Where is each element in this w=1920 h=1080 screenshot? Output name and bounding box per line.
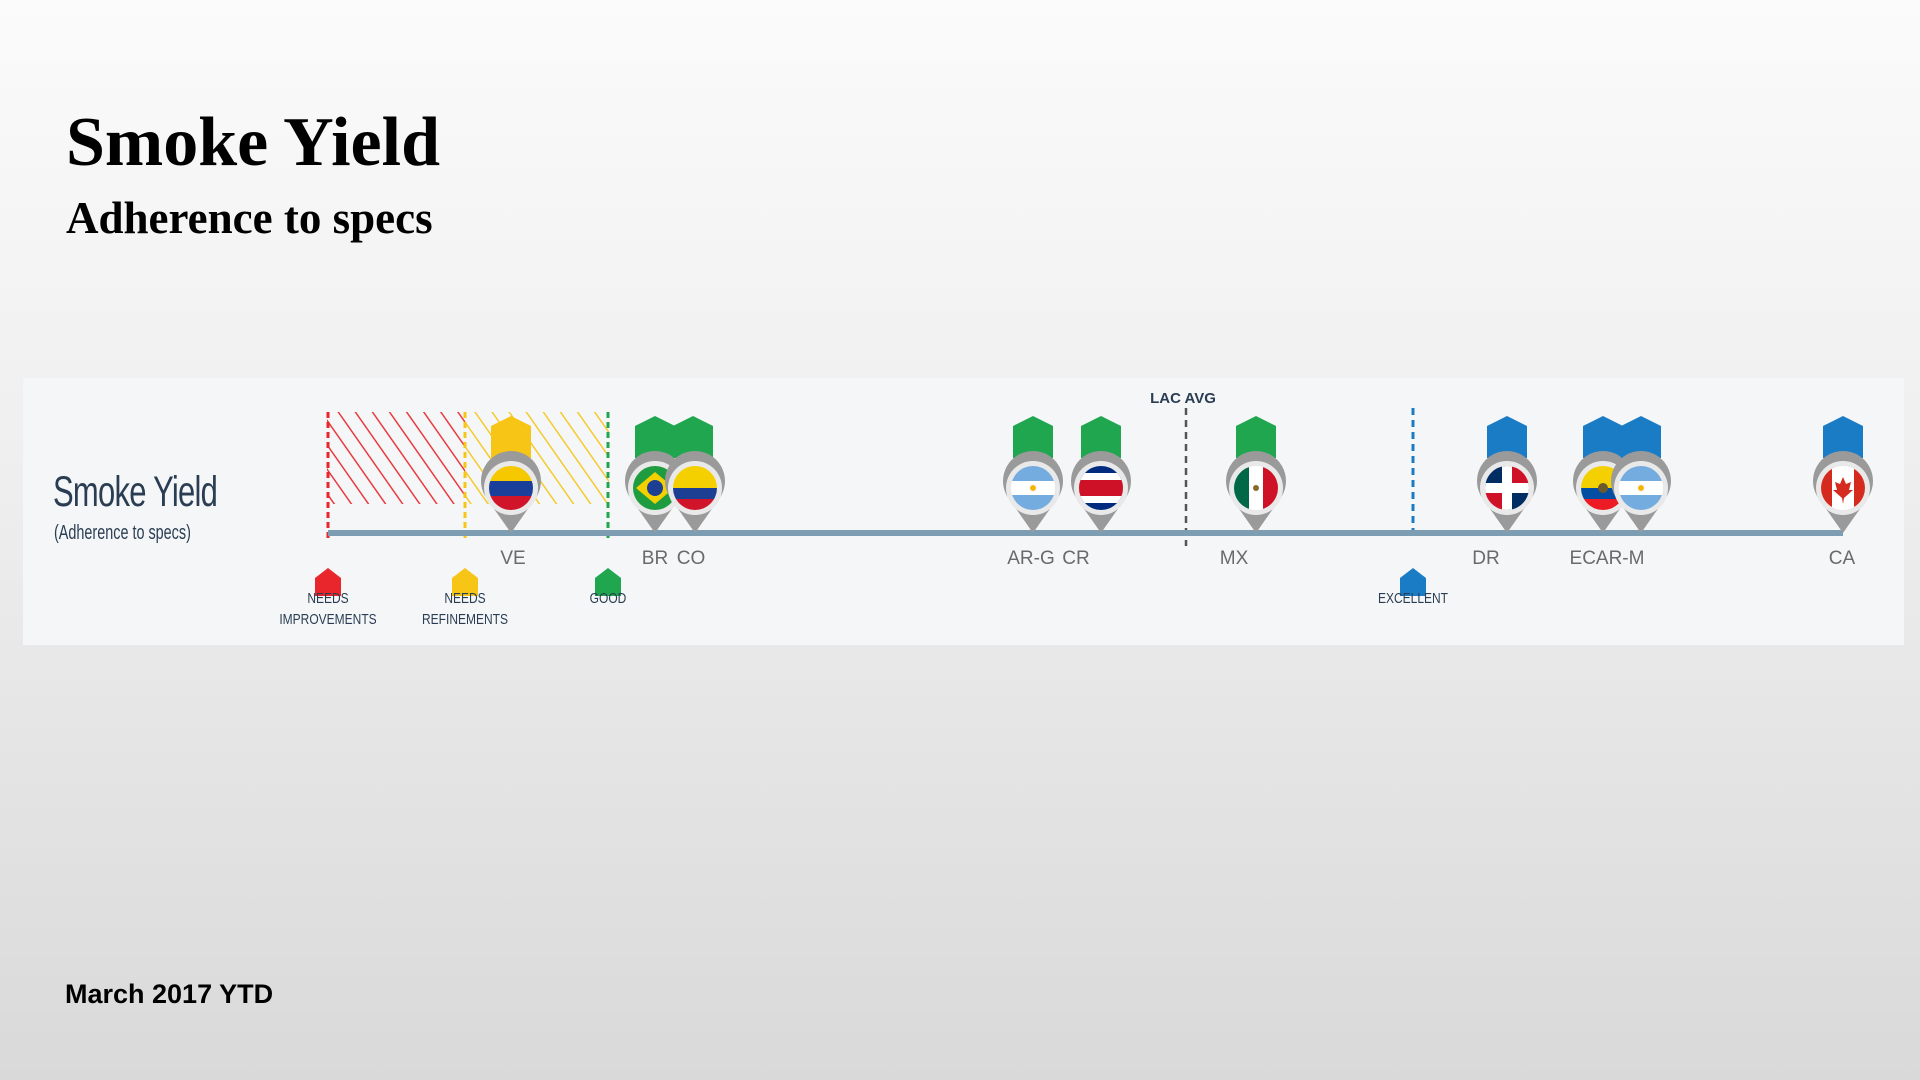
good-label: GOOD (590, 590, 627, 607)
mexico-flag-icon (1234, 466, 1278, 510)
label-ecar-m: ECAR-M (1570, 548, 1645, 569)
marker-cr (1071, 416, 1131, 533)
brazil-flag-icon (633, 466, 677, 510)
panel-title: Smoke Yield (53, 468, 218, 516)
needs-improvements-label-line2: IMPROVEMENTS (279, 611, 376, 628)
marker-dr (1477, 416, 1537, 533)
label-co: CO (677, 548, 706, 569)
needs-refinements-label-line2: REFINEMENTS (422, 611, 508, 628)
page-subtitle: Adherence to specs (66, 193, 433, 243)
costa-rica-flag-icon (1079, 466, 1123, 510)
marker-ar-g (1003, 416, 1063, 533)
marker-mx (1226, 416, 1286, 533)
marker-ar-m (1611, 416, 1671, 533)
needs-improvements-zone (327, 412, 465, 504)
excellent-label: EXCELLENT (1378, 590, 1448, 607)
argentina-flag-icon (1619, 466, 1663, 510)
label-ar-g: AR-G (1007, 548, 1055, 569)
colombia-flag-icon (673, 466, 717, 510)
needs-improvements-marker (315, 568, 341, 596)
marker-co (665, 416, 725, 533)
label-ca: CA (1829, 548, 1856, 569)
scale-diagram: LAC AVG NEEDS IMPROVEMENTS NEEDS REFINEM… (279, 390, 1873, 628)
lac-avg-label: LAC AVG (1150, 390, 1216, 407)
good-marker (595, 568, 621, 596)
canada-flag-icon (1821, 466, 1865, 510)
label-ve: VE (500, 548, 525, 569)
needs-refinements-marker (452, 568, 478, 596)
excellent-marker (1400, 568, 1426, 596)
dominican-republic-flag-icon (1485, 466, 1529, 510)
argentina-flag-icon (1011, 466, 1055, 510)
needs-improvements-label-line1: NEEDS (307, 590, 348, 607)
label-mx: MX (1220, 548, 1249, 569)
label-cr: CR (1062, 548, 1089, 569)
smoke-yield-scale-panel: Smoke Yield (Adherence to specs) LAC AVG (23, 378, 1904, 645)
marker-ca (1813, 416, 1873, 533)
panel-subtitle: (Adherence to specs) (54, 522, 191, 544)
page-title: Smoke Yield (66, 104, 440, 181)
label-br: BR (642, 548, 668, 569)
label-dr: DR (1472, 548, 1499, 569)
marker-ve (481, 416, 541, 533)
report-period: March 2017 YTD (65, 979, 274, 1009)
venezuela-flag-icon (489, 466, 533, 510)
needs-refinements-label-line1: NEEDS (444, 590, 485, 607)
